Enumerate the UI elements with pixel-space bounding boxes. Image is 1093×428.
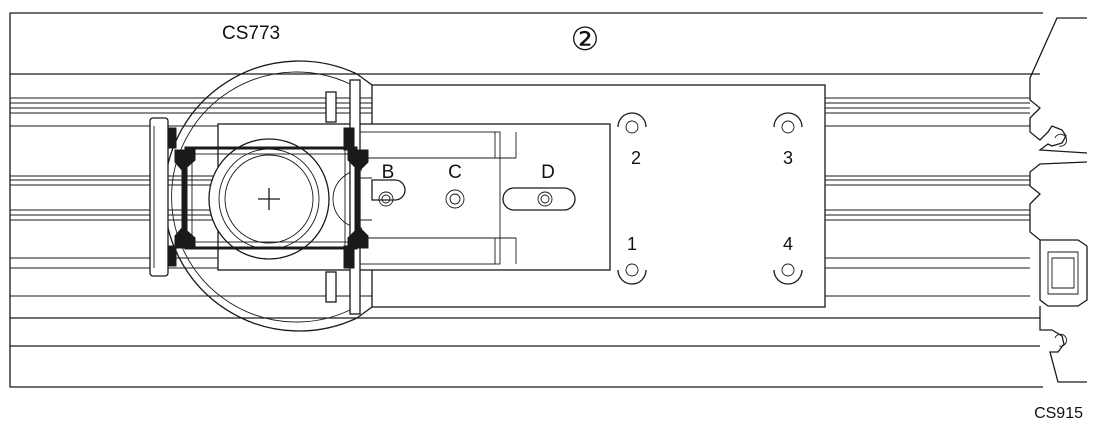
rail-end-profile — [1029, 17, 1088, 383]
clamp-jaw-right — [343, 127, 369, 269]
hole-label-4: 4 — [783, 234, 793, 254]
labels: CS773 ② CS915 1 2 3 4 B C D — [222, 21, 1083, 422]
drawing-code-label: CS915 — [1034, 405, 1083, 422]
mounting-hole-1 — [617, 263, 647, 285]
hole-label-1: 1 — [627, 234, 637, 254]
slot-label-b: B — [382, 162, 395, 183]
mounting-hole-2 — [617, 112, 647, 134]
outer-frame — [9, 12, 1043, 388]
mounting-hole-3 — [773, 112, 803, 134]
slot-label-c: C — [448, 162, 462, 183]
view-number-label: ② — [571, 21, 600, 57]
slot-d — [502, 187, 576, 211]
mounting-hole-4 — [773, 263, 803, 285]
slot-c — [445, 189, 465, 209]
roller-assembly — [167, 127, 369, 269]
hole-label-2: 2 — [631, 148, 641, 168]
profile-label: CS773 — [222, 23, 280, 44]
slot-label-d: D — [541, 162, 555, 183]
clamp-jaw-left — [167, 127, 196, 267]
slot-b — [371, 179, 406, 207]
hole-label-3: 3 — [783, 148, 793, 168]
